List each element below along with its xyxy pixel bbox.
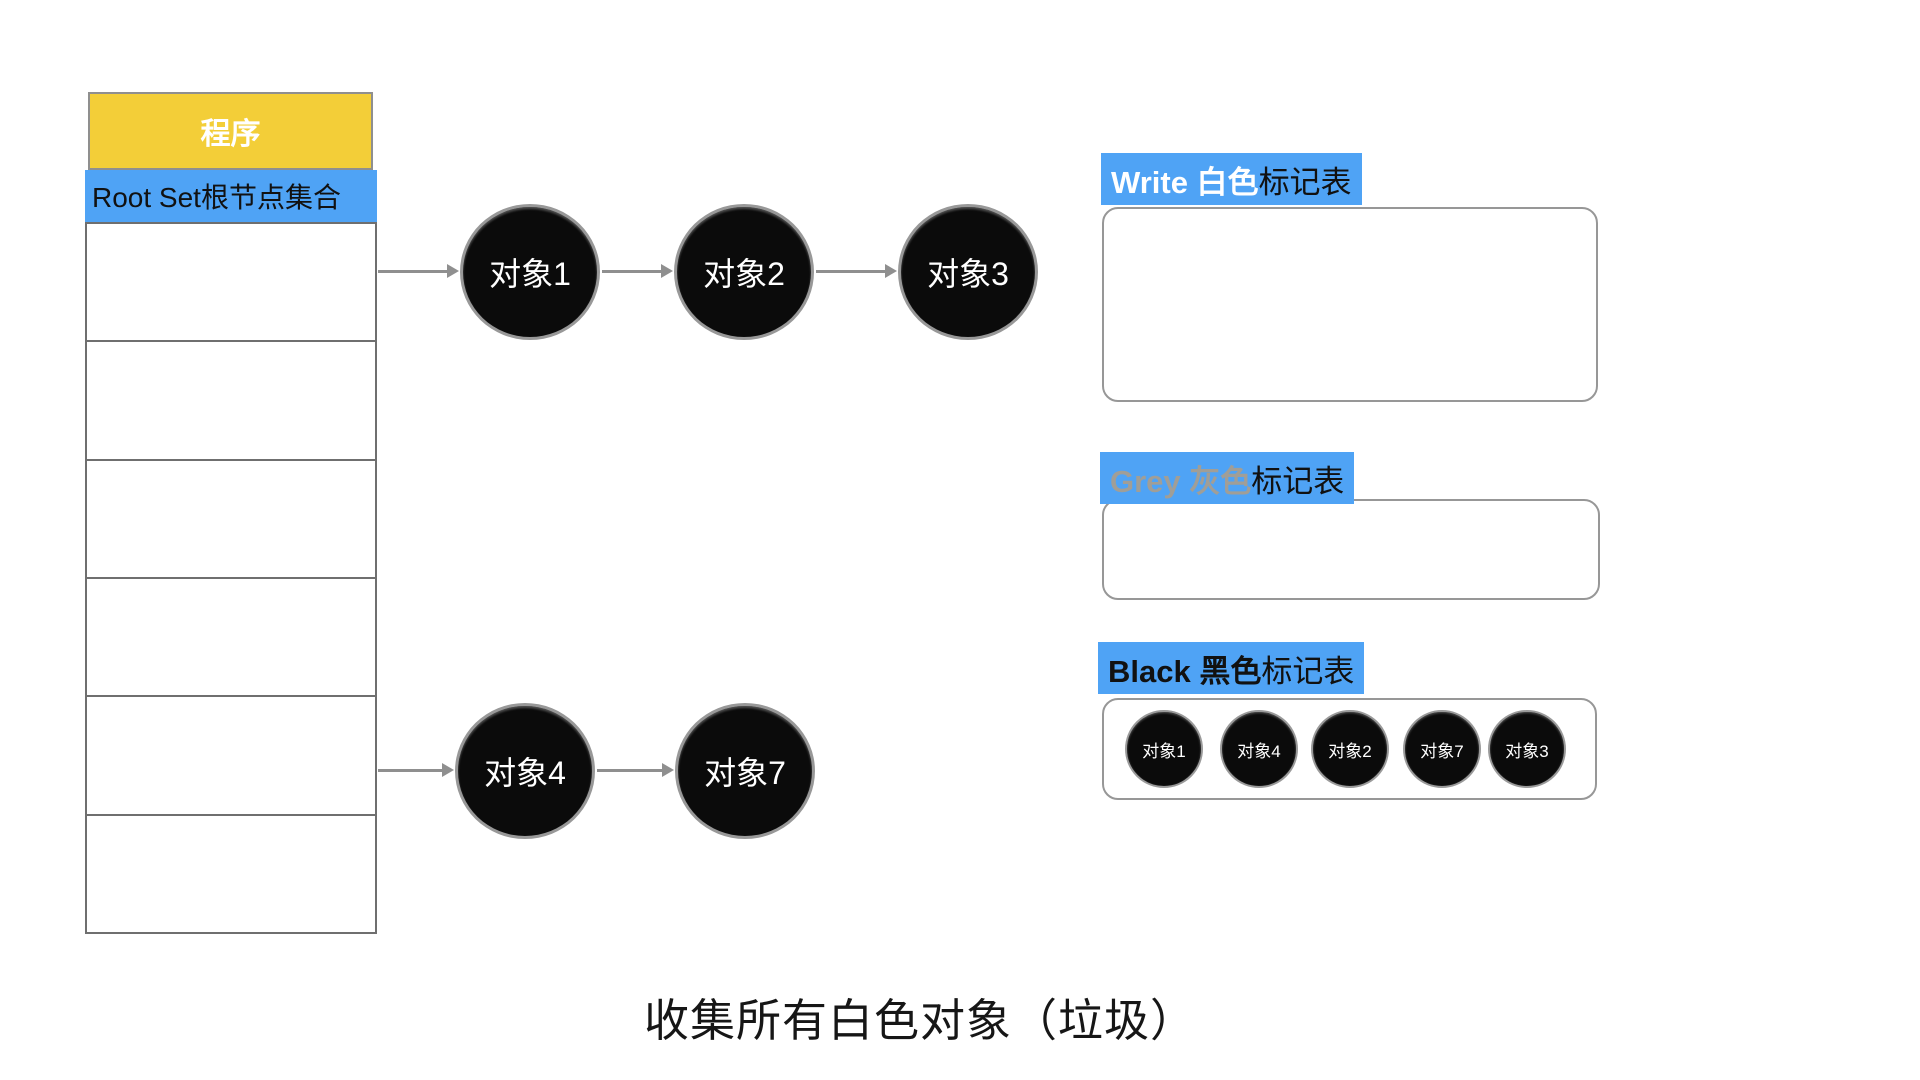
root-set-table bbox=[85, 222, 377, 934]
white-mark-table-title: Write 白色 bbox=[1111, 164, 1259, 200]
graph-node-obj1: 对象1 bbox=[460, 204, 600, 340]
black-table-node-obj1-label: 对象1 bbox=[1142, 741, 1186, 761]
graph-node-obj2: 对象2 bbox=[674, 204, 814, 340]
table-row bbox=[87, 579, 375, 698]
root-set-label-bar: Root Set根节点集合 bbox=[85, 170, 377, 222]
white-mark-table-label: Write 白色标记表 bbox=[1101, 153, 1362, 205]
root-set-label: Root Set根节点集合 bbox=[92, 182, 341, 213]
arrow-rootset-to-obj1 bbox=[378, 264, 459, 278]
black-table-node-obj1: 对象1 bbox=[1125, 710, 1203, 788]
arrow-rootset-to-obj4 bbox=[378, 763, 454, 777]
graph-node-obj4-label: 对象4 bbox=[484, 755, 566, 791]
table-row bbox=[87, 461, 375, 579]
table-row bbox=[87, 816, 375, 932]
black-mark-table-suffix: 标记表 bbox=[1261, 653, 1355, 689]
black-table-node-obj2: 对象2 bbox=[1311, 710, 1389, 788]
graph-node-obj2-label: 对象2 bbox=[703, 256, 785, 292]
grey-mark-table-box bbox=[1102, 499, 1600, 600]
program-box: 程序 bbox=[88, 92, 373, 170]
black-table-node-obj7: 对象7 bbox=[1403, 710, 1481, 788]
black-table-node-obj2-label: 对象2 bbox=[1328, 741, 1372, 761]
grey-mark-table-label: Grey 灰色标记表 bbox=[1100, 452, 1355, 504]
black-table-node-obj4-label: 对象4 bbox=[1237, 741, 1281, 761]
graph-node-obj7: 对象7 bbox=[675, 703, 815, 839]
table-row bbox=[87, 697, 375, 816]
grey-mark-table-title: Grey 灰色 bbox=[1110, 463, 1252, 499]
graph-node-obj4: 对象4 bbox=[455, 703, 595, 839]
black-mark-table-title: Black 黑色 bbox=[1108, 653, 1262, 689]
black-table-node-obj4: 对象4 bbox=[1220, 710, 1298, 788]
white-mark-table-suffix: 标记表 bbox=[1258, 164, 1352, 200]
graph-node-obj3-label: 对象3 bbox=[927, 256, 1009, 292]
graph-node-obj7-label: 对象7 bbox=[704, 755, 786, 791]
black-table-node-obj7-label: 对象7 bbox=[1420, 741, 1464, 761]
diagram-caption: 收集所有白色对象（垃圾） bbox=[643, 995, 1197, 1046]
black-table-node-obj3-label: 对象3 bbox=[1505, 741, 1549, 761]
table-row bbox=[87, 342, 375, 461]
grey-mark-table-suffix: 标记表 bbox=[1251, 463, 1345, 499]
graph-node-obj3: 对象3 bbox=[898, 204, 1038, 340]
white-mark-table-box bbox=[1102, 207, 1598, 402]
black-table-node-obj3: 对象3 bbox=[1488, 710, 1566, 788]
arrow-obj4-to-obj7 bbox=[597, 763, 674, 777]
arrow-obj1-to-obj2 bbox=[602, 264, 673, 278]
table-row bbox=[87, 224, 375, 343]
arrow-obj2-to-obj3 bbox=[816, 264, 897, 278]
black-mark-table-label: Black 黑色标记表 bbox=[1098, 642, 1365, 694]
graph-node-obj1-label: 对象1 bbox=[489, 256, 571, 292]
program-label: 程序 bbox=[200, 118, 261, 151]
